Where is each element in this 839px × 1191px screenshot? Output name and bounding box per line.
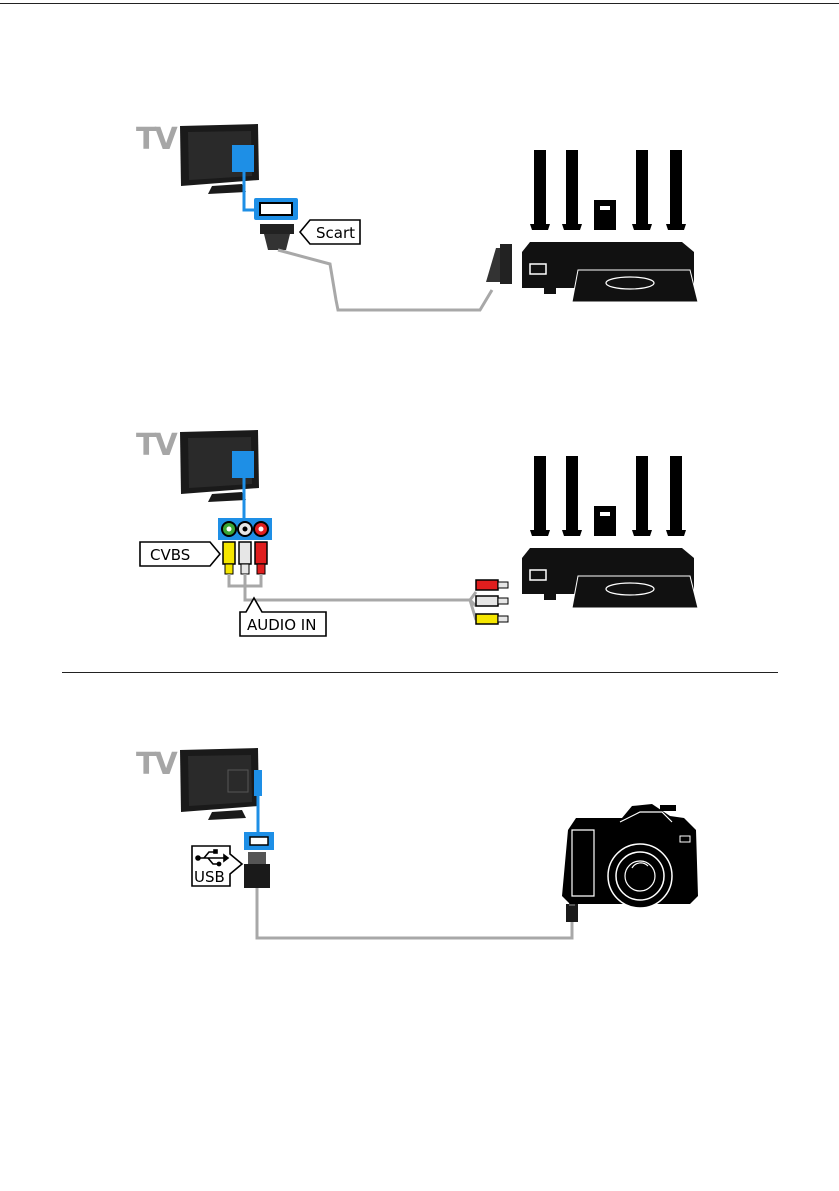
usb-camera-diagram: TV USB — [0, 740, 839, 950]
scart-plug — [260, 224, 294, 250]
usb-tag: USB — [192, 846, 242, 886]
audio-in-tag: AUDIO IN — [240, 598, 326, 636]
scart-diagram: TV Scart — [0, 100, 839, 330]
audio-in-tag-text: AUDIO IN — [247, 616, 316, 634]
scart-cable — [278, 250, 492, 310]
scart-tag-text: Scart — [316, 224, 355, 242]
scart-plug-device — [486, 244, 512, 284]
digital-camera-icon — [562, 804, 698, 908]
cvbs-diagram: TV CVBS AUDIO IN — [0, 408, 839, 644]
tv-label: TV — [136, 428, 178, 463]
section-divider — [62, 672, 778, 673]
tv-icon — [180, 124, 259, 194]
usb-cable — [257, 888, 572, 938]
rca-plugs-tv — [223, 542, 267, 574]
rca-port-panel — [218, 518, 272, 540]
tv-icon — [180, 430, 259, 502]
tv-label: TV — [136, 747, 178, 782]
usb-plug — [244, 852, 270, 888]
home-theater-icon — [522, 150, 698, 302]
cvbs-tag: CVBS — [140, 542, 220, 566]
top-rule — [0, 3, 839, 4]
tv-icon — [180, 748, 262, 820]
tv-label: TV — [136, 122, 178, 157]
scart-port — [254, 198, 298, 220]
rca-plugs-device — [476, 580, 508, 624]
home-theater-icon — [522, 456, 698, 608]
usb-tag-text: USB — [194, 868, 225, 886]
scart-tag: Scart — [300, 220, 360, 244]
usb-port — [244, 832, 274, 850]
cvbs-tag-text: CVBS — [150, 546, 190, 564]
